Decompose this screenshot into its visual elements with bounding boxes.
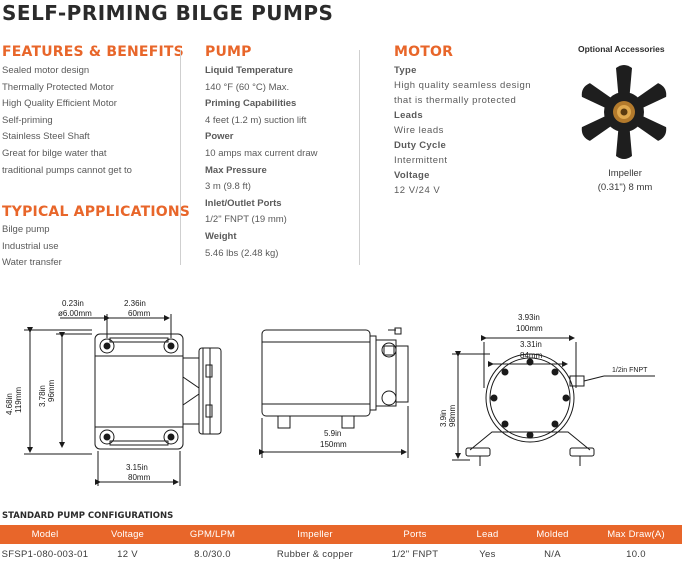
dim-label: 3.78in [38, 385, 47, 407]
column-header: Lead [460, 525, 515, 544]
spec-value: Intermittent [394, 155, 448, 166]
features-section: FEATURES & BENEFITS Sealed motor design … [2, 44, 184, 179]
column-header: GPM/LPM [165, 525, 260, 544]
spec-label: Voltage [394, 170, 430, 181]
spec-value: 3 m (9.8 ft) [205, 181, 251, 193]
feature-item: Self-priming [2, 114, 53, 126]
table-header-row: Model Voltage GPM/LPM Impeller Ports Lea… [0, 525, 682, 544]
impeller-image [581, 65, 667, 159]
dim-label: 3.31in [520, 340, 542, 349]
dim-label: 4.68in [5, 393, 14, 415]
column-divider [359, 50, 360, 265]
spec-value: Wire leads [394, 125, 444, 136]
table-cell: N/A [544, 548, 561, 560]
accessories-title: Optional Accessories [578, 44, 665, 54]
dim-label: 96mm [47, 379, 56, 402]
spec-value: 1/2" FNPT (19 mm) [205, 214, 287, 226]
applications-heading: TYPICAL APPLICATIONS [2, 204, 191, 220]
spec-label: Priming Capabilities [205, 98, 297, 110]
feature-item: traditional pumps cannot get to [2, 164, 132, 176]
front-view-drawing [24, 314, 222, 486]
dim-label: 100mm [516, 324, 543, 333]
table-title: STANDARD PUMP CONFIGURATIONS [2, 511, 174, 521]
dim-label: 3.9in [439, 410, 448, 427]
spec-label: Type [394, 65, 417, 76]
end-view-drawing [452, 335, 655, 466]
spec-label: Power [205, 131, 234, 143]
table-cell: 1/2" FNPT [391, 548, 439, 560]
configurations-table: Model Voltage GPM/LPM Impeller Ports Lea… [0, 525, 682, 564]
dim-label: ø6.00mm [58, 309, 92, 318]
features-heading: FEATURES & BENEFITS [2, 44, 184, 60]
pump-heading: PUMP [205, 44, 252, 60]
spec-label: Liquid Temperature [205, 65, 293, 76]
dim-label: 60mm [128, 309, 151, 318]
dim-label: 119mm [14, 387, 23, 413]
table-cell: Yes [479, 548, 496, 560]
column-header: Voltage [90, 525, 165, 544]
dim-label: 3.15in [126, 463, 148, 472]
pump-section: PUMP Liquid Temperature 140 °F (60 °C) M… [205, 44, 317, 262]
application-item: Industrial use [2, 240, 59, 252]
spec-value: 5.46 lbs (2.48 kg) [205, 247, 279, 259]
applications-section: TYPICAL APPLICATIONS Bilge pump Industri… [2, 204, 190, 272]
impeller-caption-line: Impeller [608, 168, 642, 179]
dim-label: 98mm [448, 404, 457, 427]
dim-label: 150mm [320, 440, 347, 449]
table-cell: 10.0 [626, 548, 646, 560]
spec-label: Weight [205, 230, 237, 242]
dim-label: 1/2in FNPT [612, 367, 648, 374]
dim-label: 84mm [520, 351, 543, 360]
motor-heading: MOTOR [394, 44, 454, 60]
column-divider [180, 50, 181, 265]
spec-value: 10 amps max current draw [205, 147, 318, 159]
feature-item: Stainless Steel Shaft [2, 131, 90, 143]
motor-section: MOTOR Type High quality seamless design … [394, 44, 531, 198]
spec-label: Max Pressure [205, 164, 267, 176]
column-header: Molded [515, 525, 590, 544]
dim-label: 3.93in [518, 313, 540, 322]
feature-item: Sealed motor design [2, 65, 90, 76]
spec-value: 12 V/24 V [394, 185, 441, 196]
table-row: SFSP1-080-003-01 12 V 8.0/30.0 Rubber & … [0, 544, 682, 564]
spec-label: Duty Cycle [394, 140, 447, 151]
side-view-drawing [259, 327, 409, 458]
application-item: Bilge pump [2, 224, 50, 235]
spec-value: 4 feet (1.2 m) suction lift [205, 114, 307, 126]
application-item: Water transfer [2, 257, 62, 269]
table-cell: 8.0/30.0 [194, 548, 231, 560]
dim-label: 2.36in [124, 299, 146, 308]
spec-value: High quality seamless design [394, 80, 532, 91]
table-cell: Rubber & copper [276, 548, 354, 560]
spec-value: that is thermally protected [394, 95, 517, 106]
table-cell: SFSP1-080-003-01 [1, 548, 89, 560]
impeller-size: (0.31") 8 mm [597, 182, 653, 193]
impeller-caption: Impeller (0.31") 8 mm [580, 167, 670, 195]
dim-label: 80mm [128, 473, 151, 482]
column-header: Model [0, 525, 90, 544]
technical-drawings: 0.23in ø6.00mm 2.36in 60mm 4.68in 119mm … [5, 299, 655, 486]
table-cell: 12 V [117, 548, 138, 560]
feature-item: Great for bilge water that [2, 147, 107, 159]
column-header: Ports [370, 525, 460, 544]
feature-item: High Quality Efficient Motor [2, 98, 117, 110]
dim-label: 5.9in [324, 429, 341, 438]
column-header: Max Draw(A) [590, 525, 682, 544]
page-title: SELF-PRIMING BILGE PUMPS [2, 1, 334, 25]
dim-label: 0.23in [62, 299, 84, 308]
spec-value: 140 °F (60 °C) Max. [205, 81, 290, 93]
spec-label: Inlet/Outlet Ports [205, 197, 282, 209]
column-header: Impeller [260, 525, 370, 544]
feature-item: Thermally Protected Motor [2, 81, 114, 93]
spec-label: Leads [394, 110, 423, 121]
